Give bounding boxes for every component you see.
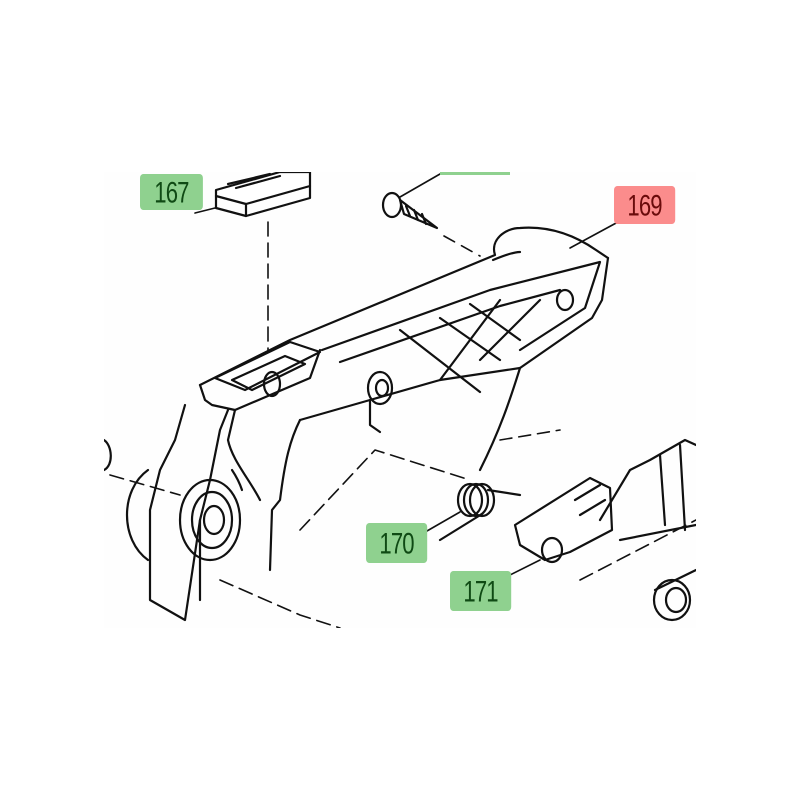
partial-part-left: [104, 438, 112, 472]
part-167-block: [214, 172, 312, 218]
callout-167[interactable]: 167: [140, 174, 203, 210]
label-168-cropped: [440, 172, 510, 175]
partial-part-right: [598, 438, 696, 622]
callout-169-text: 169: [627, 187, 662, 223]
part-171-lever: [513, 476, 614, 564]
callout-171[interactable]: 171: [450, 571, 512, 611]
part-170-spring: [438, 482, 522, 542]
guide-line-screw: [443, 235, 481, 257]
leader-167: [194, 207, 216, 214]
callout-170-text: 170: [379, 525, 414, 561]
part-169-handle: [126, 226, 610, 622]
callout-167-text: 167: [154, 174, 189, 210]
screw-part: [381, 173, 441, 230]
callout-170[interactable]: 170: [366, 523, 428, 563]
callout-171-text: 171: [463, 573, 498, 609]
callout-169[interactable]: 169: [614, 186, 676, 224]
guide-line-spring: [299, 449, 471, 531]
leader-169: [569, 221, 619, 249]
